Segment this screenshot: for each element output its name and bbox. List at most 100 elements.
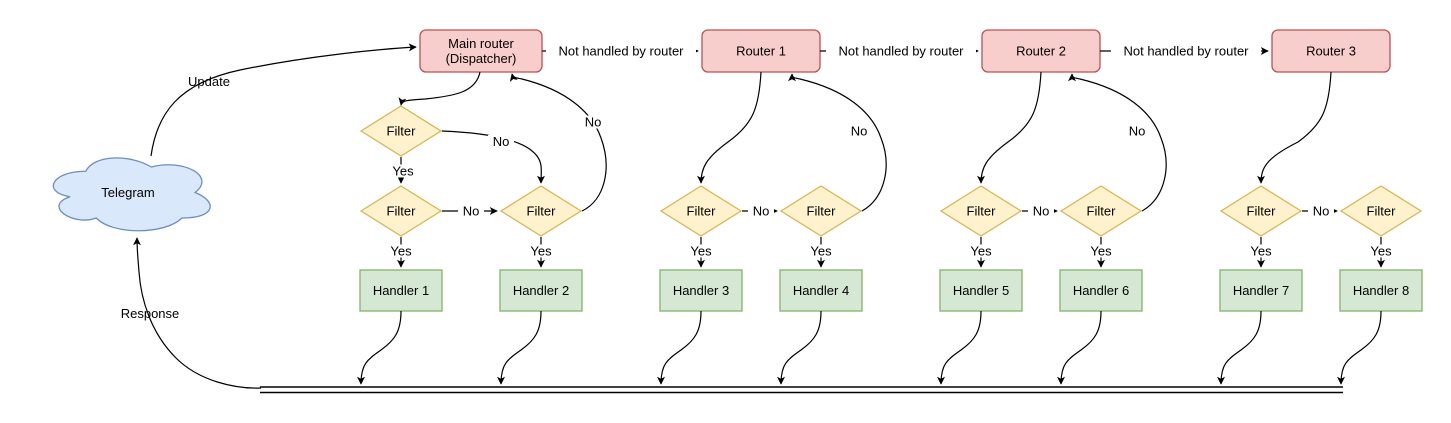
no-label: No	[1313, 204, 1330, 219]
handler-box-7	[1219, 269, 1303, 312]
update-label: Update	[188, 74, 230, 89]
filter-diamond-router1-2	[779, 185, 863, 237]
handler-label-6: Handler 6	[1073, 283, 1129, 298]
no-label-bg	[580, 115, 606, 129]
no-label-bg	[458, 204, 484, 218]
handler-label-7: Handler 7	[1233, 283, 1289, 298]
no-label-bg	[488, 135, 514, 148]
handler-label-5: Handler 5	[953, 283, 1009, 298]
handler-box-1	[359, 269, 443, 312]
yes-label-bg	[387, 244, 415, 258]
filter-diamond-router2-1	[939, 185, 1023, 237]
filter-diamond-router3-1	[1219, 185, 1303, 237]
yes-label: Yes	[810, 244, 832, 259]
yes-label-bg	[1247, 244, 1275, 258]
filter-diamond-dispatcher-1	[359, 185, 443, 237]
yes-label-bg	[527, 244, 555, 258]
filter-top-no-edge	[441, 130, 546, 184]
yes-label-bg	[1367, 244, 1395, 258]
dispatcher-label-line2: (Dispatcher)	[446, 51, 517, 66]
yes-label: Yes	[1370, 244, 1392, 259]
handler-label-3: Handler 3	[673, 283, 729, 298]
router3-entry-edge	[1257, 71, 1332, 184]
handler-out-edge-4	[777, 310, 822, 385]
dispatcher-to-filter-edge	[398, 71, 481, 106]
handler-box-4	[779, 269, 863, 312]
no-label-bg	[1308, 204, 1334, 218]
no-label: No	[493, 134, 510, 149]
filter-label: Filter	[387, 124, 417, 139]
handler-out-edge-1	[357, 310, 402, 385]
handler-out-edge-2	[497, 310, 542, 385]
not-handled-label: Not handled by router	[558, 44, 684, 59]
filter-label: Filter	[527, 204, 557, 219]
yes-label: Yes	[1090, 244, 1112, 259]
telegram-label: Telegram	[101, 185, 154, 200]
filter-diamond-router2-2	[1059, 185, 1143, 237]
yes-label: Yes	[690, 244, 712, 259]
filter-diamond-router3-2	[1339, 185, 1423, 237]
handler-out-edge-8	[1337, 310, 1382, 385]
yes-label-bg	[687, 244, 715, 258]
handler-box-2	[499, 269, 583, 312]
yes-label-bg	[389, 164, 417, 178]
router1-loop-no-edge	[788, 73, 887, 212]
no-label-bg	[846, 124, 872, 138]
not-handled-label: Not handled by router	[838, 44, 964, 59]
response-label: Response	[121, 306, 180, 321]
no-label: No	[1129, 124, 1146, 139]
filter-label: Filter	[1367, 204, 1397, 219]
dispatcher-loop-no-edge	[509, 73, 607, 212]
no-label-bg	[1124, 124, 1150, 138]
handler-label-1: Handler 1	[373, 283, 429, 298]
no-label: No	[585, 115, 602, 130]
router2-loop-no-edge	[1068, 73, 1167, 212]
handler-out-edge-3	[657, 310, 702, 385]
not-handled-label-bg	[1111, 43, 1261, 59]
filter-label: Filter	[687, 204, 717, 219]
yes-label-bg	[1087, 244, 1115, 258]
handler-out-edge-5	[937, 310, 982, 385]
filter-diamond-dispatcher-top	[359, 105, 443, 157]
no-label: No	[851, 124, 868, 139]
not-handled-label-bg	[546, 43, 696, 59]
response-edge	[133, 237, 262, 389]
handler-box-6	[1059, 269, 1143, 312]
router-label-2: Router 2	[1016, 44, 1066, 59]
yes-label: Yes	[1250, 244, 1272, 259]
yes-label: Yes	[530, 244, 552, 259]
not-handled-label: Not handled by router	[1123, 44, 1249, 59]
handler-box-3	[659, 269, 743, 312]
filter-label: Filter	[807, 204, 837, 219]
handler-box-8	[1339, 269, 1423, 312]
no-label: No	[753, 204, 770, 219]
not-handled-label-bg	[826, 43, 976, 59]
handler-label-2: Handler 2	[513, 283, 569, 298]
handler-label-4: Handler 4	[793, 283, 849, 298]
router-label-1: Router 1	[736, 44, 786, 59]
no-label-bg	[748, 204, 774, 218]
yes-label: Yes	[390, 244, 412, 259]
telegram-cloud	[52, 157, 211, 232]
handler-out-edge-6	[1057, 310, 1102, 385]
yes-label-bg	[807, 244, 835, 258]
yes-label: Yes	[392, 164, 414, 179]
handler-out-edge-7	[1217, 310, 1262, 385]
router2-entry-edge	[977, 71, 1042, 184]
router1-entry-edge	[697, 71, 762, 184]
filter-label: Filter	[1087, 204, 1117, 219]
yes-label: Yes	[970, 244, 992, 259]
handler-label-8: Handler 8	[1353, 283, 1409, 298]
no-label: No	[463, 204, 480, 219]
update-edge	[150, 43, 417, 157]
router-label-3: Router 3	[1306, 44, 1356, 59]
no-label: No	[1033, 204, 1050, 219]
filter-label: Filter	[387, 204, 417, 219]
filter-label: Filter	[967, 204, 997, 219]
dispatcher-label-line1: Main router	[448, 36, 514, 51]
filter-label: Filter	[1247, 204, 1277, 219]
no-label-bg	[1028, 204, 1054, 218]
filter-diamond-dispatcher-2	[499, 185, 583, 237]
